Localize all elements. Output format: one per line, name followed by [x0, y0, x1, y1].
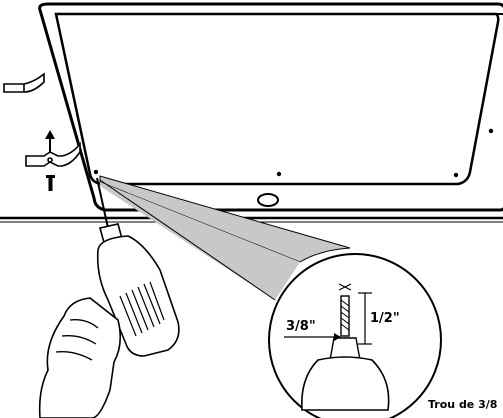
figure-caption: Trou de 3/8 — [428, 398, 497, 411]
hole-mark — [453, 172, 459, 178]
clip-top — [3, 72, 45, 93]
hole-mark — [93, 169, 99, 175]
sink-outer-rim — [38, 2, 503, 212]
hole-mark — [276, 171, 282, 177]
detail-bit — [340, 295, 350, 337]
detail-projection-lower — [100, 182, 300, 300]
drill-handle-hand — [38, 297, 122, 418]
mounting-clip-icon — [25, 141, 81, 167]
drill-bit — [96, 177, 109, 229]
hole-mark — [488, 128, 494, 134]
clip-hole — [47, 157, 53, 163]
screw-icon — [46, 175, 55, 191]
power-drill-icon — [38, 177, 180, 418]
detail-drill-body — [301, 356, 390, 411]
drill-bit-diameter-label: 3/8" — [286, 319, 316, 334]
mounting-hole-marks — [93, 128, 494, 178]
screw-shank — [48, 178, 53, 191]
arrow-head — [45, 130, 55, 139]
drain-hole — [257, 193, 279, 207]
projection-edge — [99, 179, 276, 301]
drill-depth-label: 1/2" — [370, 311, 400, 326]
sink-inner-bowl — [54, 12, 500, 186]
clip-lower — [25, 141, 81, 167]
mounting-clip-icon — [3, 72, 45, 93]
detail-bit-tip-mark — [338, 283, 352, 291]
diameter-arrow-head — [334, 333, 341, 341]
screw-head — [46, 175, 55, 178]
hand-fingers — [55, 319, 99, 361]
detail-magnifier-icon — [268, 253, 442, 418]
sink-basin-icon — [38, 2, 503, 212]
detail-bit-flute — [340, 299, 350, 331]
detail-projection — [99, 175, 351, 263]
drill-body — [96, 235, 180, 357]
drill-vents — [119, 281, 165, 337]
arrow-up-icon — [45, 130, 55, 152]
